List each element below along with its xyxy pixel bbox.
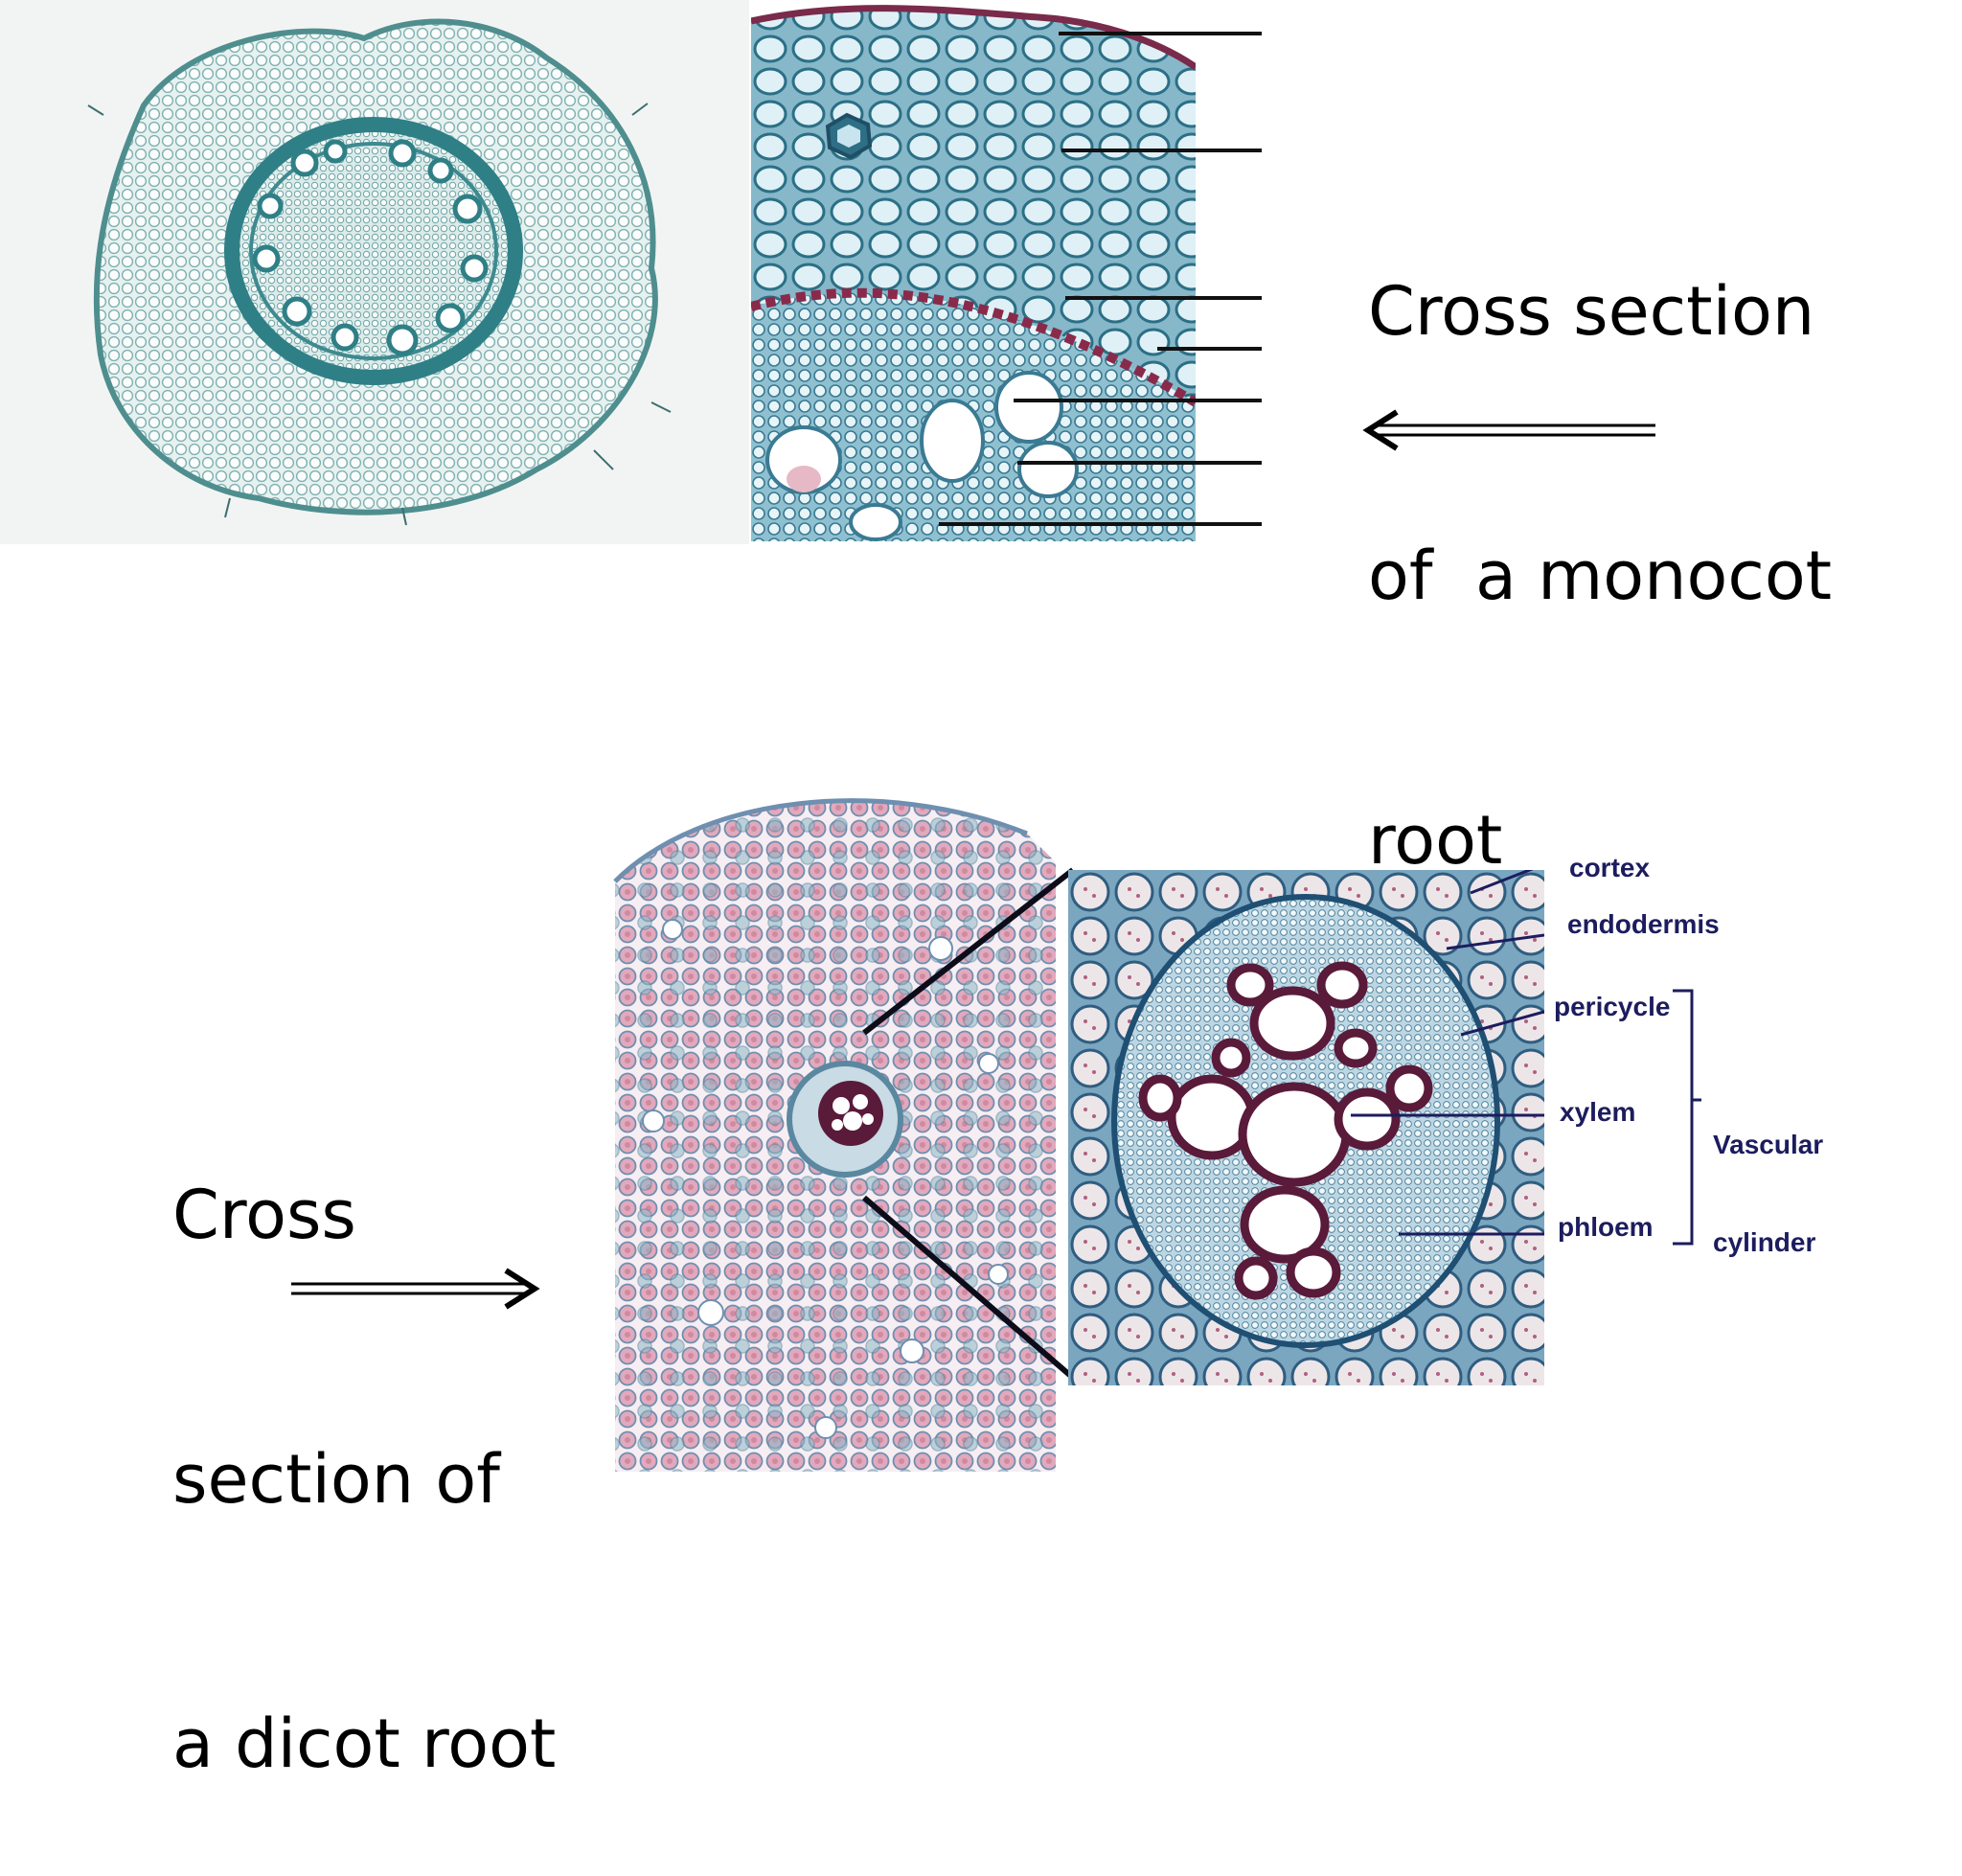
dicot-caption-line-2: section of — [172, 1440, 500, 1519]
monocot-leader-line-3 — [1065, 296, 1262, 300]
vascular-cylinder-bracket — [1673, 989, 1701, 1246]
dicot-caption-line-1: Cross — [172, 1176, 356, 1254]
monocot-leader-line-5 — [1014, 399, 1262, 402]
monocot-detail-image — [751, 0, 1196, 541]
monocot-caption-line-2: of a monocot — [1368, 537, 1833, 615]
label-endodermis: endodermis — [1567, 909, 1720, 939]
monocot-caption: Cross section of a monocot root — [1368, 91, 1832, 972]
monocot-caption-line-1: Cross section — [1368, 272, 1815, 351]
label-vascular-cylinder-line-1: Vascular — [1713, 1130, 1824, 1159]
dicot-detail-image — [1068, 870, 1544, 1385]
label-phloem: phloem — [1558, 1212, 1654, 1242]
monocot-leader-line-4 — [1157, 347, 1262, 351]
dicot-caption-line-3: a dicot root — [172, 1704, 557, 1783]
label-vascular-cylinder: Vascular cylinder — [1713, 1064, 1823, 1292]
left-arrow-icon — [1362, 409, 1655, 451]
right-arrow-icon — [291, 1268, 540, 1310]
monocot-leader-line-1 — [1059, 32, 1262, 35]
monocot-leader-line-2 — [1061, 149, 1262, 152]
monocot-leader-line-6 — [1017, 461, 1262, 465]
dicot-whole-section-image — [596, 776, 1056, 1472]
label-pericycle: pericycle — [1554, 992, 1671, 1021]
monocot-caption-line-3: root — [1368, 801, 1503, 880]
label-cortex: cortex — [1569, 853, 1651, 882]
zoom-connector-lines — [862, 867, 1075, 1381]
dicot-caption: Cross section of a dicot root — [172, 995, 556, 1876]
monocot-leader-line-7 — [939, 522, 1262, 526]
label-xylem: xylem — [1560, 1097, 1636, 1127]
label-vascular-cylinder-line-2: cylinder — [1713, 1227, 1816, 1257]
monocot-whole-section-image — [0, 0, 749, 544]
